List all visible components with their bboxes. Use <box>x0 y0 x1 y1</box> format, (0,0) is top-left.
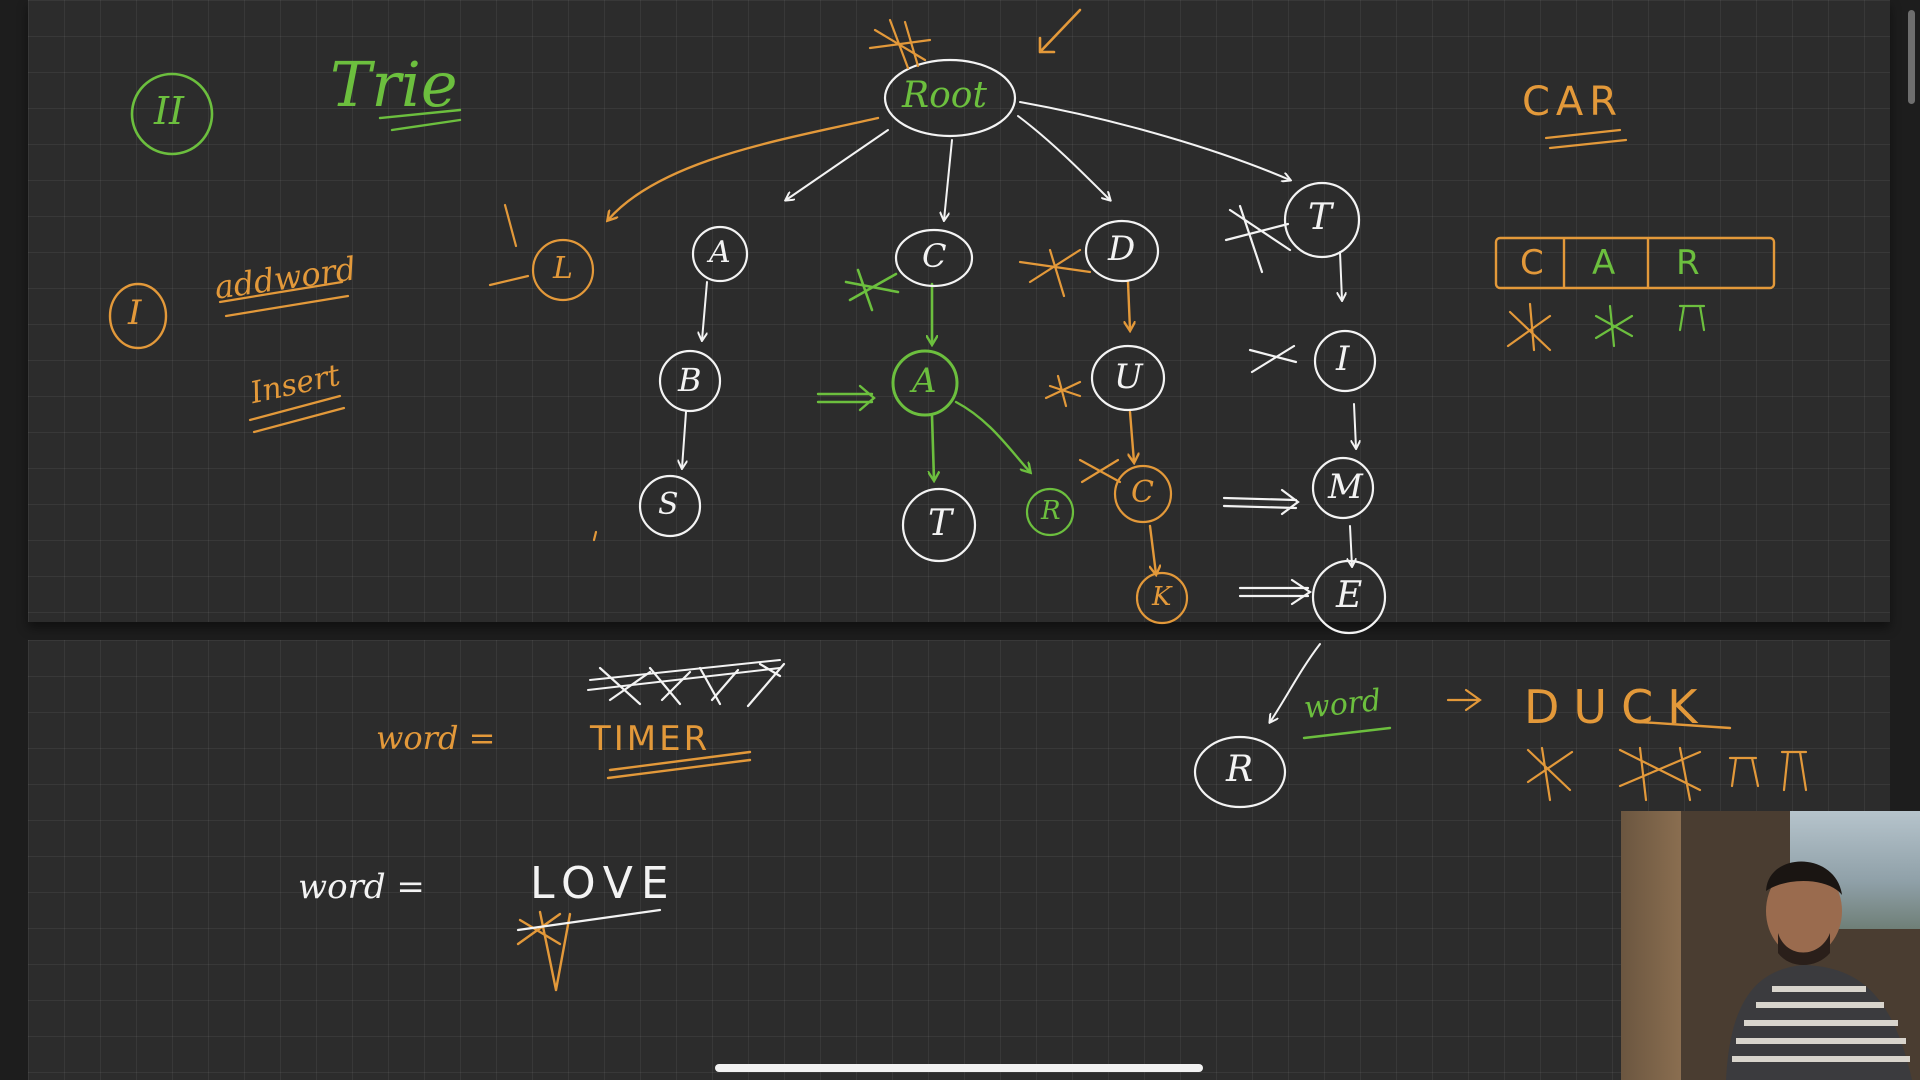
node-a-2-label: A <box>912 361 937 401</box>
node-b-label: B <box>678 361 702 399</box>
node-b <box>658 349 722 413</box>
edge-u-c <box>1130 410 1134 462</box>
edge-root-c <box>944 139 953 220</box>
word-label-duck: word <box>1302 683 1383 726</box>
edge-i-m <box>1354 403 1356 448</box>
example-word: CAR <box>1522 79 1624 125</box>
word-value-timer: TIMER <box>590 719 711 759</box>
node-a-2 <box>891 349 959 417</box>
edge-root-t <box>1019 101 1290 180</box>
node-m <box>1311 456 1375 520</box>
step-badge: I <box>128 293 142 333</box>
presenter-silhouette <box>1726 861 1912 1080</box>
node-c <box>894 228 974 288</box>
node-t-2 <box>901 487 977 563</box>
node-t-label: T <box>1308 197 1333 238</box>
node-s <box>638 474 702 538</box>
node-r-2-label: R <box>1226 749 1254 790</box>
node-d <box>1084 219 1160 283</box>
node-a-1 <box>691 225 749 283</box>
edge-d-u <box>1128 280 1130 330</box>
webcam-wall <box>1621 811 1681 1080</box>
node-t-2-label: T <box>928 503 953 544</box>
car-cell-a: A <box>1592 243 1616 283</box>
node-i <box>1313 329 1377 393</box>
node-c-2-label: C <box>1131 475 1154 510</box>
scrollbar-thumb[interactable] <box>1908 10 1915 104</box>
tally-marks <box>218 8 1808 992</box>
trie-nodes <box>531 58 1387 809</box>
node-a-1-label: A <box>709 235 731 270</box>
notes-page-bottom[interactable] <box>28 640 1890 1080</box>
car-cell-c: C <box>1520 243 1544 283</box>
word-label-timer: word = <box>376 719 496 757</box>
section-badge-circle <box>130 72 214 156</box>
trie-edges <box>608 101 1356 722</box>
edge-root-d <box>1017 115 1110 200</box>
node-e-label: E <box>1336 575 1363 616</box>
root-node <box>883 58 1017 138</box>
node-r-2 <box>1193 735 1287 809</box>
node-u-label: U <box>1114 357 1143 397</box>
edge-a-r <box>954 400 1030 472</box>
edge-b-s <box>682 411 686 468</box>
node-c-2 <box>1113 464 1173 524</box>
webcam-feed <box>1621 811 1920 1080</box>
home-indicator[interactable] <box>715 1064 1203 1072</box>
car-cell-r: R <box>1676 243 1700 283</box>
edge-t-i <box>1340 251 1342 300</box>
step-badge-circle <box>108 282 168 350</box>
node-m-label: M <box>1328 467 1363 507</box>
word-value-love: LOVE <box>530 858 677 909</box>
word-value-duck: DUCK <box>1524 680 1712 734</box>
node-c-label: C <box>922 237 947 275</box>
edge-m-e <box>1350 525 1352 566</box>
node-s-label: S <box>658 487 679 522</box>
word-label-love: word = <box>298 867 425 907</box>
page-title: Trie <box>330 48 458 121</box>
notes-page-top[interactable] <box>28 0 1890 622</box>
node-r-1-label: R <box>1041 496 1061 526</box>
root-label: Root <box>902 75 987 116</box>
edge-root-a <box>786 129 889 200</box>
edge-root-l <box>608 116 880 220</box>
edge-e-r <box>1270 643 1321 722</box>
node-t <box>1283 181 1361 259</box>
node-d-label: D <box>1108 229 1136 269</box>
node-u <box>1090 344 1166 412</box>
node-i-label: I <box>1336 339 1350 379</box>
node-k-label: K <box>1152 582 1172 612</box>
car-array-box <box>1494 236 1776 290</box>
section-badge: II <box>154 89 185 133</box>
node-e <box>1311 559 1387 635</box>
node-r-1 <box>1025 487 1075 537</box>
node-l-label: L <box>553 251 573 286</box>
edge-c-k <box>1148 524 1156 574</box>
node-k <box>1135 571 1189 625</box>
edge-a-b <box>702 281 708 340</box>
node-l <box>531 238 595 302</box>
car-array <box>1494 236 1776 290</box>
edge-a-t <box>932 414 934 480</box>
